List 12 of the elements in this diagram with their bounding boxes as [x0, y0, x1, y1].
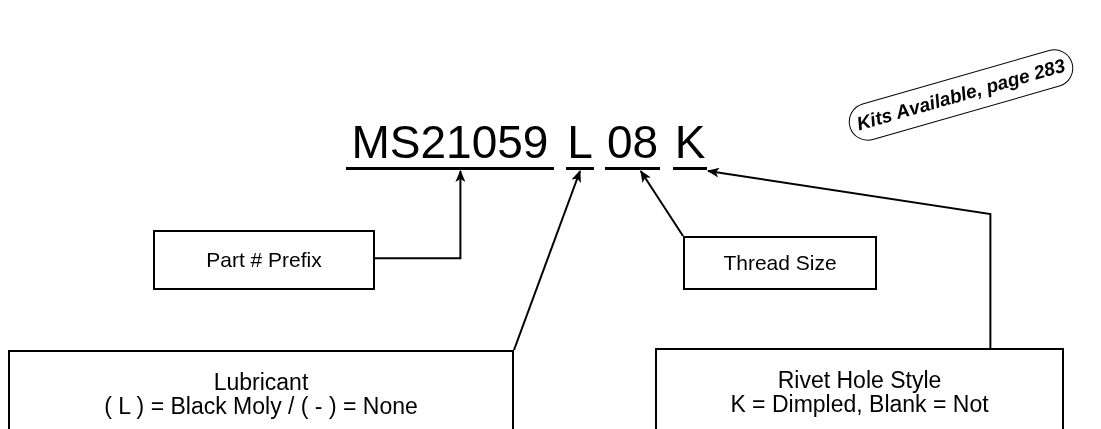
part-number-segment: L [566, 122, 594, 170]
arrow [639, 170, 684, 237]
arrow [374, 170, 466, 260]
label-box: Part # Prefix [153, 230, 375, 290]
label-box: Thread Size [683, 236, 877, 290]
description-box: Lubricant ( L ) = Black Moly / ( - ) = None [8, 350, 514, 429]
arrow [513, 170, 581, 351]
arrow [707, 167, 992, 349]
part-number-segment: 08 [605, 122, 660, 170]
description-box: Rivet Hole Style K = Dimpled, Blank = Not [655, 348, 1064, 429]
part-number-segment: K [673, 122, 707, 170]
part-number-segment: MS21059 [346, 122, 554, 170]
